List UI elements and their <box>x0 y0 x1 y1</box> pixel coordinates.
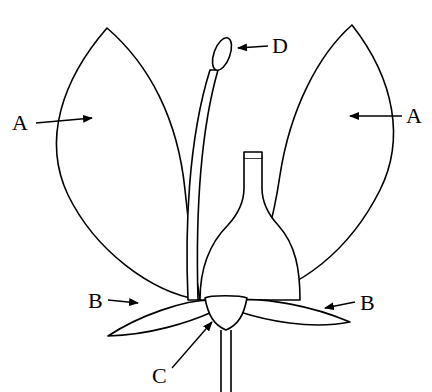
part-letter: B <box>88 290 103 312</box>
part-letter: A <box>12 112 28 134</box>
part-letter: C <box>152 365 167 387</box>
part-letter: B <box>360 292 375 314</box>
part-letter: A <box>406 105 422 127</box>
part-letter: D <box>272 35 288 57</box>
